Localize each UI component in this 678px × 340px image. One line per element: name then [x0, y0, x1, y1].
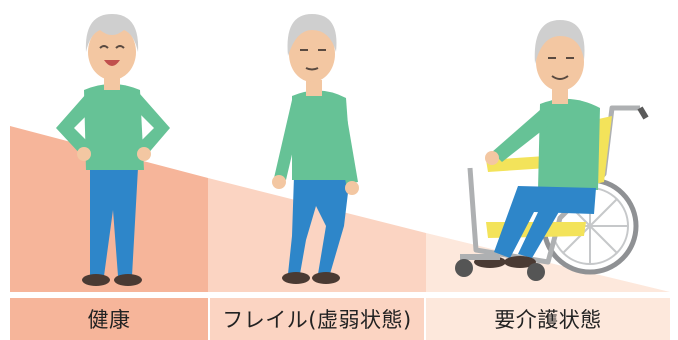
wheelchair-person-illustration: [455, 20, 649, 281]
stage-label-text: 要介護状態: [494, 308, 602, 332]
stage-label-healthy: 健康: [10, 298, 208, 340]
stage-label-frailty: フレイル(虚弱状態): [210, 298, 424, 340]
illustration: [10, 14, 670, 292]
stage-label-care-needed: 要介護状態: [426, 298, 670, 340]
stage-label-text: 健康: [87, 308, 131, 332]
healthy-person-illustration: [56, 14, 170, 286]
frail-person-illustration: [272, 14, 359, 284]
stage-label-text: フレイル(虚弱状態): [222, 308, 412, 332]
